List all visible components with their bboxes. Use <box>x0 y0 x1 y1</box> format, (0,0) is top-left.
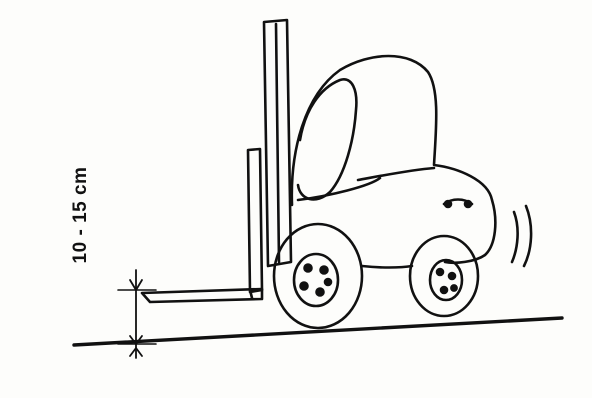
mast-front-rail <box>248 149 262 292</box>
rear-wheel-hub <box>430 260 462 300</box>
cab-seat-line <box>358 168 434 180</box>
chassis-line <box>362 266 412 268</box>
fork-height-label: 10 - 15 cm <box>70 160 92 270</box>
motion-line <box>512 212 518 262</box>
fork-tine <box>142 289 262 302</box>
cab-body <box>292 56 495 263</box>
cab-lower-line <box>298 178 380 200</box>
rear-wheel <box>410 236 478 316</box>
front-wheel-bolt <box>305 265 312 272</box>
cab-window <box>298 79 356 199</box>
front-wheel <box>274 224 362 328</box>
ground-line <box>74 318 562 345</box>
mast-rail-inner <box>276 24 279 262</box>
motion-line <box>524 206 531 266</box>
